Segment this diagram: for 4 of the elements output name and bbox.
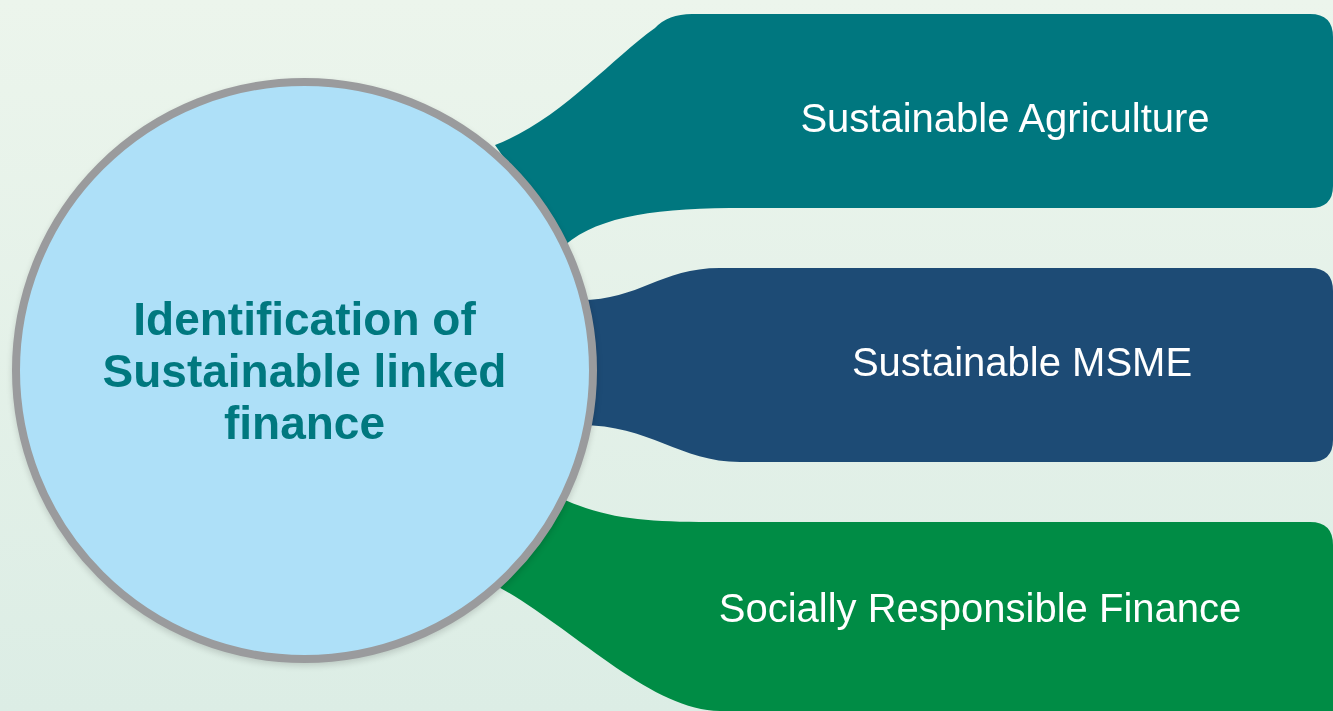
banner-text: Socially Responsible Finance	[718, 585, 1242, 631]
banner-text: Sustainable Agriculture	[800, 95, 1210, 141]
banner-text: Sustainable MSME	[851, 339, 1193, 385]
hub-title: Identification of Sustainable linked finance	[101, 292, 508, 449]
